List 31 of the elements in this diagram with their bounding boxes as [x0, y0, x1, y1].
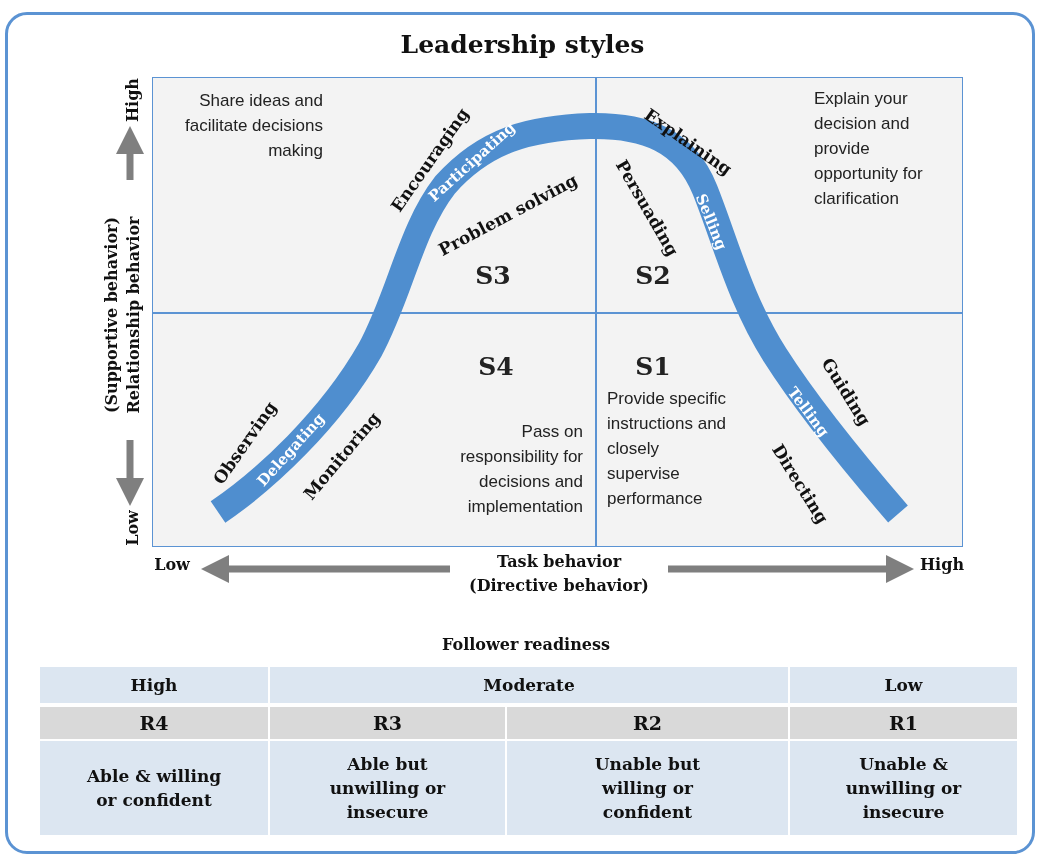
readiness-level: Moderate: [270, 667, 788, 703]
quadrant-panel: [152, 77, 596, 313]
table-heading: Follower readiness: [442, 636, 610, 654]
axis-title: (Supportive behavior): [103, 216, 121, 414]
readiness-code: R2: [507, 707, 788, 739]
axis-title: Task behavior: [496, 553, 622, 571]
readiness-code: R4: [40, 707, 268, 739]
quadrant-description: Provide specific instructions and closely supervise performance: [607, 388, 728, 510]
readiness-level: Low: [790, 667, 1017, 703]
readiness-description: Able & willing or confident: [40, 741, 268, 835]
readiness-description: Unable but willing or confident: [507, 741, 788, 835]
axis-label: Low: [154, 556, 190, 574]
axis-title: (Directive behavior): [469, 577, 649, 595]
quadrant-panel: [596, 77, 963, 313]
readiness-code: R1: [790, 707, 1017, 739]
quadrant-panel: [596, 313, 963, 547]
readiness-description: Unable & unwilling or insecure: [790, 741, 1017, 835]
quadrant-description: Pass on responsibility for decisions and implementation: [459, 421, 583, 518]
readiness-code: R3: [270, 707, 505, 739]
style-code: S3: [474, 261, 512, 290]
readiness-description: Able but unwilling or insecure: [270, 741, 505, 835]
title: Leadership styles: [399, 30, 646, 59]
quadrant-description: Share ideas and facilitate decisions making: [184, 90, 323, 162]
style-code: S4: [477, 352, 515, 381]
axis-title: Relationship behavior: [125, 216, 143, 414]
quadrant-description: Explain your decision and provide opportunity for clarification: [814, 88, 924, 210]
style-code: S2: [634, 261, 672, 290]
quadrant-panel: [152, 313, 596, 547]
readiness-level: High: [40, 667, 268, 703]
style-code: S1: [634, 352, 672, 381]
axis-label: Low: [124, 510, 142, 546]
